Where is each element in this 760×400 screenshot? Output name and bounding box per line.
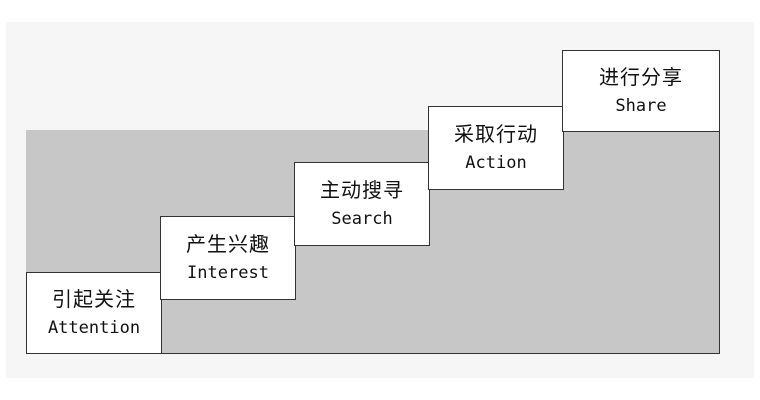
- step-action-cn-label: 采取行动: [454, 122, 538, 146]
- step-search: 主动搜寻 Search: [294, 162, 430, 246]
- step-attention-en-label: Attention: [47, 318, 141, 338]
- step-interest-cn-label: 产生兴趣: [186, 232, 270, 256]
- step-interest: 产生兴趣 Interest: [160, 216, 296, 300]
- step-attention-cn-label: 引起关注: [52, 287, 136, 311]
- step-share-cn-label: 进行分享: [599, 65, 683, 89]
- step-interest-en-label: Interest: [187, 263, 269, 283]
- step-attention: 引起关注 Attention: [26, 272, 162, 354]
- step-share: 进行分享 Share: [562, 50, 720, 132]
- step-search-en-label: Search: [331, 209, 393, 229]
- step-action-en-label: Action: [465, 153, 527, 173]
- step-share-en-label: Share: [615, 96, 667, 116]
- step-search-cn-label: 主动搜寻: [320, 178, 404, 202]
- step-action: 采取行动 Action: [428, 106, 564, 190]
